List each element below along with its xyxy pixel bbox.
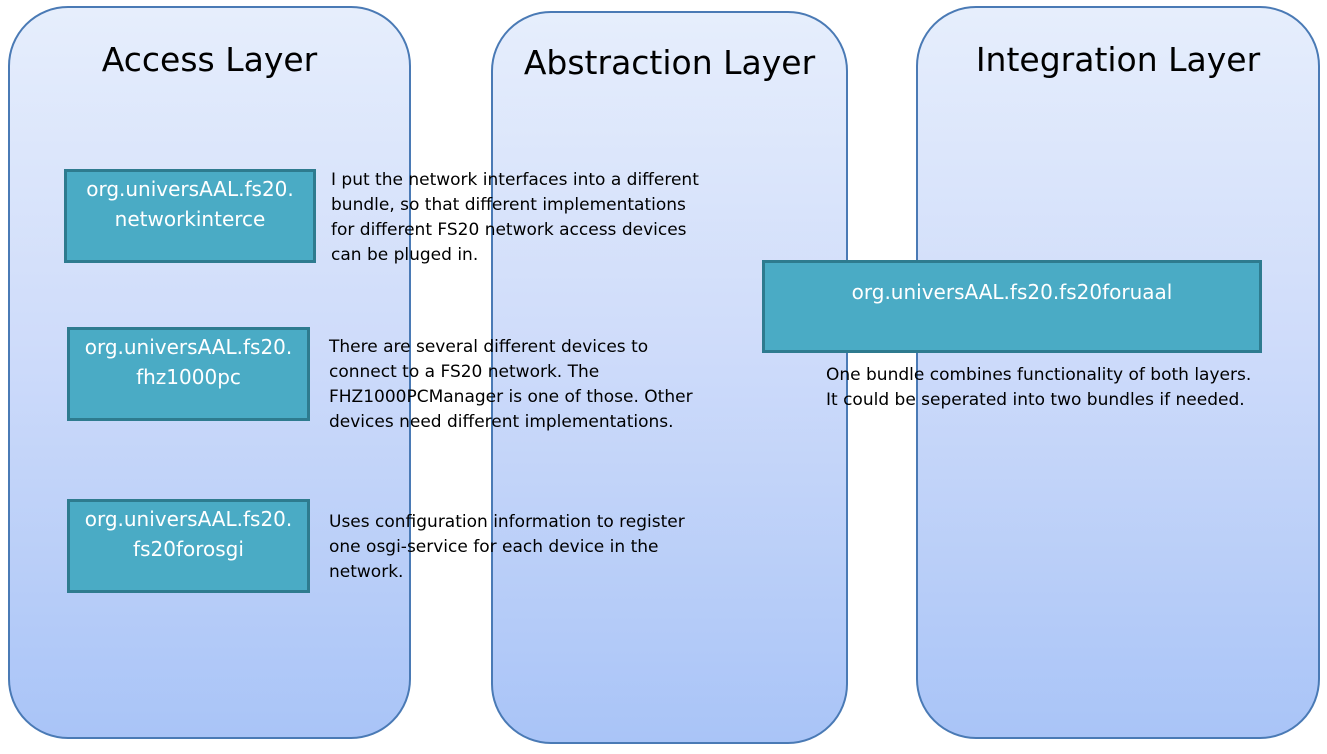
bundle-fs20foruaal-line1: org.universAAL.fs20.fs20foruaal xyxy=(851,280,1173,304)
bundle-networkinterce-line2: networkinterce xyxy=(114,207,266,231)
bundle-fs20forosgi-line1: org.universAAL.fs20. xyxy=(84,507,293,531)
bundle-networkinterce: org.universAAL.fs20. networkinterce xyxy=(64,169,316,263)
bundle-fs20forosgi: org.universAAL.fs20. fs20forosgi xyxy=(67,499,310,593)
abstraction-layer-title: Abstraction Layer xyxy=(523,43,816,82)
integration-layer: Integration Layer xyxy=(916,6,1320,739)
note-networkinterce: I put the network interfaces into a diff… xyxy=(331,170,699,265)
abstraction-layer: Abstraction Layer xyxy=(491,11,848,744)
note-fs20foruaal: One bundle combines functionality of bot… xyxy=(826,365,1252,410)
bundle-fhz1000pc-line1: org.universAAL.fs20. xyxy=(84,335,293,359)
note-fhz1000pc: There are several different devices to c… xyxy=(329,337,693,432)
bundle-fhz1000pc: org.universAAL.fs20. fhz1000pc xyxy=(67,327,310,421)
bundle-fs20forosgi-line2: fs20forosgi xyxy=(133,537,244,561)
bundle-networkinterce-line1: org.universAAL.fs20. xyxy=(86,177,294,201)
bundle-fhz1000pc-line2: fhz1000pc xyxy=(136,365,241,389)
integration-layer-title: Integration Layer xyxy=(975,40,1261,79)
access-layer-title: Access Layer xyxy=(101,40,318,79)
bundle-fs20foruaal: org.universAAL.fs20.fs20foruaal xyxy=(762,260,1262,353)
note-fs20forosgi: Uses configuration information to regist… xyxy=(329,512,685,582)
